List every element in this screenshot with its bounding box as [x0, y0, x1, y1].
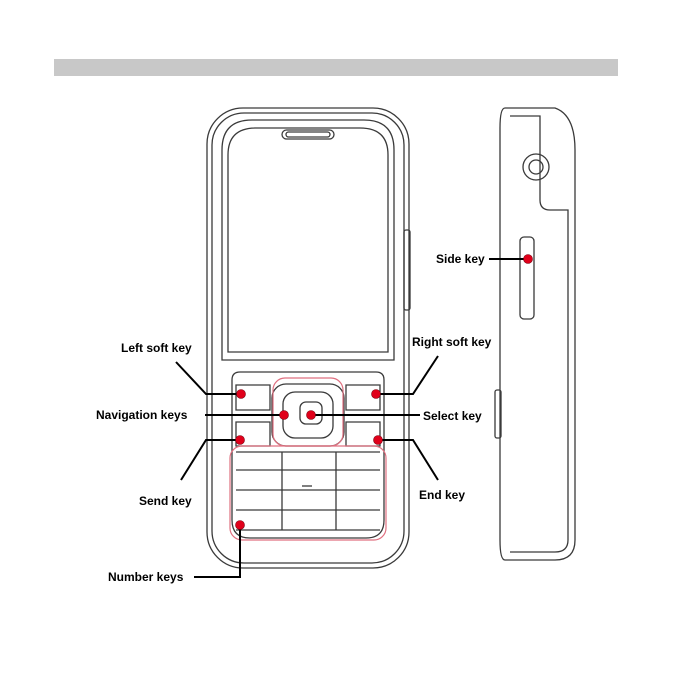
number-key-rows [236, 452, 380, 530]
right-soft-key-label: Right soft key [412, 335, 491, 349]
number-keys-marker [236, 521, 245, 530]
phone-front-upper-face [222, 120, 394, 360]
number-keys-line [194, 525, 240, 577]
send-key-marker [236, 436, 245, 445]
side-key-shape [520, 237, 534, 319]
camera-lens [529, 160, 543, 174]
select-key-label: Select key [423, 409, 482, 423]
end-key-line [378, 440, 438, 480]
send-key-label: Send key [139, 494, 192, 508]
number-key-columns [282, 452, 336, 530]
left-soft-key-line [176, 362, 240, 394]
select-key-marker [307, 411, 316, 420]
phone-front [207, 108, 410, 568]
phone-side-inner [510, 116, 568, 552]
camera-ring [523, 154, 549, 180]
phone-front-outer-inner [212, 113, 404, 563]
number-keys-label: Number keys [108, 570, 183, 584]
send-key-line [181, 440, 240, 480]
phone-screen [228, 128, 388, 352]
end-key-marker [374, 436, 383, 445]
right-soft-key-line [376, 356, 438, 394]
phone-side [495, 108, 575, 560]
phone-side-outer [500, 108, 575, 560]
side-key-label: Side key [436, 252, 485, 266]
earpiece-inner [286, 132, 330, 137]
right-soft-key-marker [372, 390, 381, 399]
navigation-keys-marker [280, 411, 289, 420]
side-key-marker [524, 255, 533, 264]
phone-front-outer [207, 108, 409, 568]
keypad-housing [232, 372, 384, 538]
end-key-label: End key [419, 488, 465, 502]
left-soft-key-label: Left soft key [121, 341, 192, 355]
number-keys-highlight [230, 446, 386, 540]
left-soft-key-marker [237, 390, 246, 399]
navigation-keys-label: Navigation keys [96, 408, 187, 422]
